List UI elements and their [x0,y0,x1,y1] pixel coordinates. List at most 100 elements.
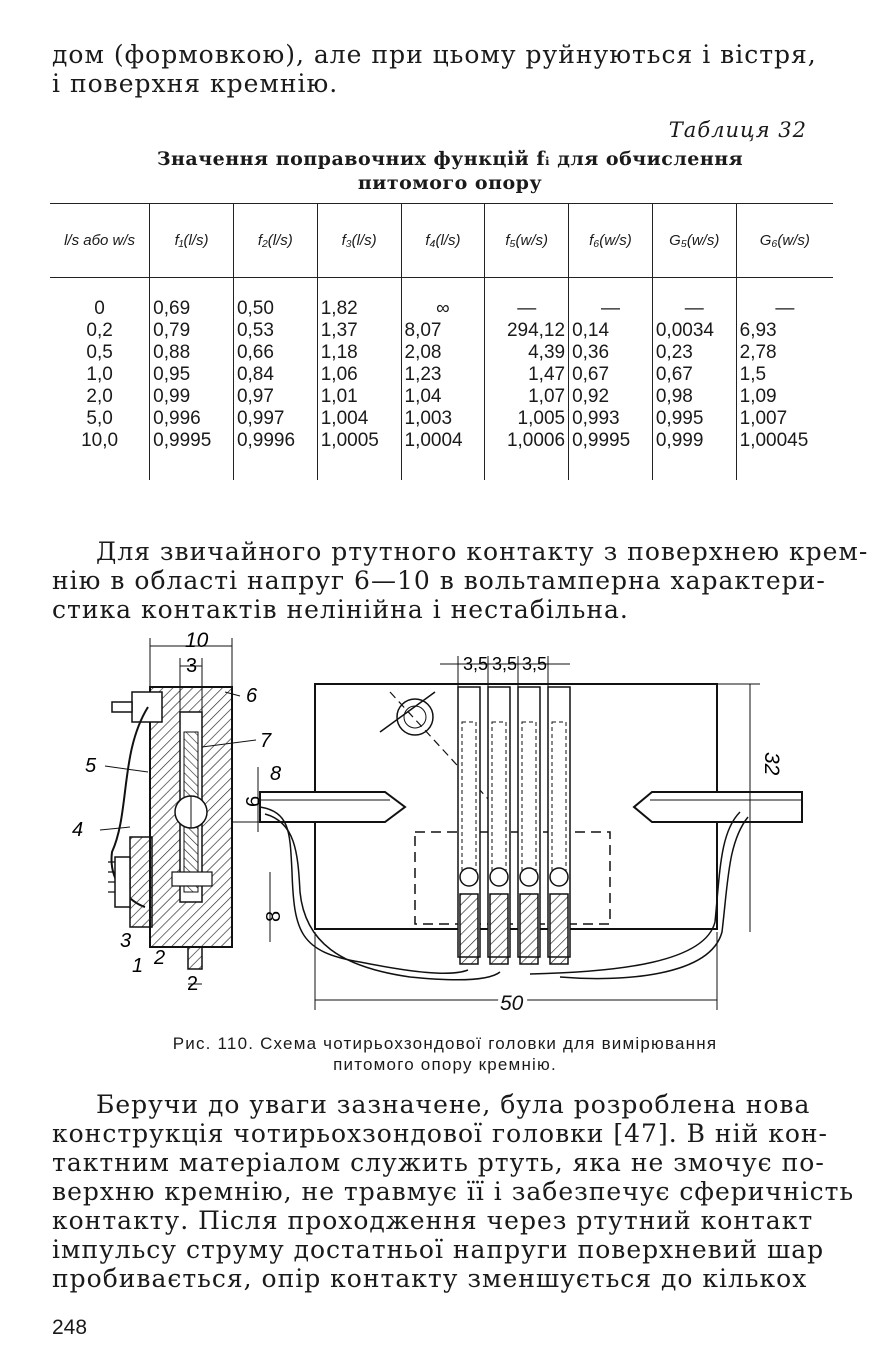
table-cell: 1,09 [735,386,833,408]
paragraph-line: конструкція чотирьохзондової головки [47… [52,1119,828,1148]
table-cell: 0,997 [232,408,318,430]
paragraph-line: контакту. Після проходження через ртутни… [52,1206,814,1235]
paragraph-line: імпульсу струму достатньої напруги повер… [52,1235,825,1264]
table-cell: 4,39 [484,342,569,364]
table-cell: 0 [94,298,105,319]
callout-number: 2 [153,947,165,969]
table-cell: 0,99 [149,386,234,408]
figure-caption: Рис. 110. Схема чотирьохзондової головки… [80,1033,810,1075]
table-cell: 0,66 [232,342,318,364]
table-cell: ∞ [400,277,485,320]
table-cell: 6,93 [735,320,833,342]
paragraph-line: нію в області напруг 6—10 в вольтамперна… [52,566,826,595]
table-cell: 1,004 [316,408,402,430]
table-cell: 1,04 [400,386,485,408]
dimension-label: 2 [187,973,198,995]
table-cell: 10,0 [81,430,119,451]
paragraph-line: Для звичайного ртутного контакту з повер… [96,537,869,566]
table-row: 5,0 0,996 0,997 1,004 1,003 1,005 0,993 … [50,408,833,430]
table-header-cell: f₂(l/s) [232,203,318,278]
table-cell: 1,0006 [484,430,569,480]
table-header-cell: f₃(l/s) [316,203,402,278]
table-row: 0,2 0,79 0,53 1,37 8,07 294,12 0,14 0,00… [50,320,833,342]
dimension-label: 3 [186,655,197,677]
table-cell: 0,993 [568,408,653,430]
paragraph-line: верхню кремнію, не травмує її і забезпеч… [52,1177,855,1206]
table-cell: 0,53 [232,320,318,342]
table-cell: 2,0 [86,386,113,407]
table-title: Значення поправочних функцій fᵢ для обчи… [100,147,800,195]
table-cell: 1,06 [316,364,402,386]
table-cell: 0,996 [149,408,234,430]
table-cell: 1,47 [484,364,569,386]
dimension-label: 3,5 [463,654,488,674]
table-row: 10,0 0,9995 0,9996 1,0005 1,0004 1,0006 … [50,430,833,480]
table-cell: — [651,277,737,320]
table-cell: 1,0004 [400,430,485,480]
table-header-cell: f₅(w/s) [484,203,569,278]
table-cell: 0,999 [651,430,737,480]
table-header-cell: G₅(w/s) [651,203,737,278]
caption-line: Рис. 110. Схема чотирьохзондової головки… [172,1034,718,1053]
table-cell: 0,995 [651,408,737,430]
table-cell: 2,78 [735,342,833,364]
table-cell: 0,14 [568,320,653,342]
table-row: 0,5 0,88 0,66 1,18 2,08 4,39 0,36 0,23 2… [50,342,833,364]
paragraph-line: дом (формовкою), але при цьому руйнуютьс… [52,40,817,69]
table-cell: 0,97 [232,386,318,408]
table-cell: 0,98 [651,386,737,408]
paragraph-line: і поверхня кремнію. [52,69,339,98]
table-header-cell: f₄(l/s) [400,203,485,278]
table-header-cell: f₁(l/s) [149,203,234,278]
table-cell: 0,92 [568,386,653,408]
dimension-label: 3,5 [492,654,517,674]
bottom-paragraph: Беручи до уваги зазначене, була розробле… [52,1090,855,1293]
table-title-line: питомого опору [357,172,543,194]
table-cell: 0,69 [149,277,234,320]
table-cell: 0,23 [651,342,737,364]
dimension-label: 6 [243,796,265,807]
callout-number: 7 [260,730,272,752]
dimension-label: 3,5 [522,654,547,674]
table-cell: 0,9996 [232,430,318,480]
table-cell: 5,0 [86,408,113,429]
callout-number: 5 [85,755,97,777]
table-cell: 0,0034 [651,320,737,342]
callout-number: 1 [132,955,143,977]
top-paragraph: дом (формовкою), але при цьому руйнуютьс… [52,40,832,98]
callout-number: 6 [246,685,258,707]
dimension-label: 32 [760,752,783,776]
table-cell: 1,5 [735,364,833,386]
table-row: 1,0 0,95 0,84 1,06 1,23 1,47 0,67 0,67 1… [50,364,833,386]
table-cell: 0,5 [86,342,113,363]
table-cell: 1,005 [484,408,569,430]
table-header-row: l/s або w/s f₁(l/s) f₂(l/s) f₃(l/s) f₄(l… [50,203,833,278]
table-cell: 2,08 [400,342,485,364]
table-cell: 0,67 [651,364,737,386]
table-row: 2,0 0,99 0,97 1,01 1,04 1,07 0,92 0,98 1… [50,386,833,408]
four-probe-head-drawing: 10 3 6 8 2 1 2 3 4 5 6 7 8 [72,632,803,1019]
table-cell: 0,84 [232,364,318,386]
table-label: Таблиця 32 [668,118,807,142]
table-cell: 1,07 [484,386,569,408]
callout-number: 4 [72,819,83,841]
middle-paragraph: Для звичайного ртутного контакту з повер… [52,537,869,624]
table-header-cell: f₆(w/s) [568,203,653,278]
table-cell: 0,67 [568,364,653,386]
correction-function-table: l/s або w/s f₁(l/s) f₂(l/s) f₃(l/s) f₄(l… [50,203,833,480]
table-cell: — [484,277,569,320]
table-row: 0 0,69 0,50 1,82 ∞ — — — — [50,277,833,320]
table-cell: 0,88 [149,342,234,364]
paragraph-line: пробивається, опір контакту зменшується … [52,1264,808,1293]
dimension-label: 8 [263,911,285,922]
caption-line: питомого опору кремнію. [333,1055,557,1074]
table-cell: 1,0 [86,364,113,385]
page-number: 248 [52,1316,88,1339]
table-cell: 0,50 [232,277,318,320]
side-section-view: 10 3 6 8 2 1 2 3 4 5 6 7 8 [72,632,285,995]
callout-number: 8 [270,763,281,785]
paragraph-line: Беручи до уваги зазначене, була розробле… [96,1090,811,1119]
table-cell: 1,00045 [735,430,833,480]
table-cell: 1,82 [316,277,402,320]
table-cell: 1,18 [316,342,402,364]
